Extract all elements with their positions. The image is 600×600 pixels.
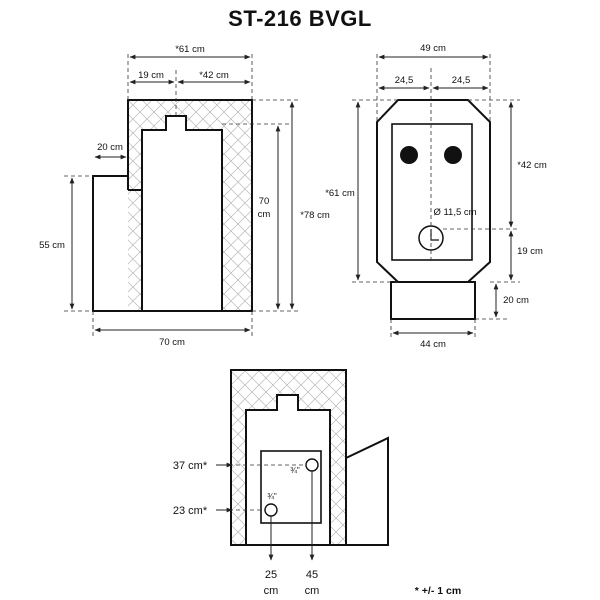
front-base-width: 44 cm bbox=[420, 339, 446, 350]
back-lower-size: ¾" bbox=[267, 492, 277, 501]
front-base-height: 20 cm bbox=[503, 295, 529, 306]
front-half-left: 24,5 bbox=[395, 75, 414, 86]
back-chimney-side bbox=[345, 436, 389, 546]
front-outline bbox=[376, 99, 491, 283]
side-inner-height-unit: cm bbox=[258, 209, 271, 220]
side-step-height: 55 cm bbox=[39, 240, 65, 251]
side-total-width: *61 cm bbox=[175, 44, 205, 55]
back-right-offset-value: 45 bbox=[306, 569, 318, 581]
front-pipe-height: 19 cm bbox=[517, 246, 543, 257]
front-total-width: 49 cm bbox=[420, 43, 446, 54]
front-half-right: 24,5 bbox=[452, 75, 471, 86]
front-vent-left-icon bbox=[400, 146, 418, 164]
side-step-width: 20 cm bbox=[97, 142, 123, 153]
back-upper-height: 37 cm* bbox=[173, 460, 208, 472]
back-right-offset-unit: cm bbox=[305, 585, 320, 597]
back-lower-height: 23 cm* bbox=[173, 505, 208, 517]
back-lower-connection-icon bbox=[264, 503, 278, 517]
front-upper-height: *42 cm bbox=[517, 160, 547, 171]
front-door bbox=[391, 123, 473, 261]
side-view: *61 cm 19 cm *42 cm 20 cm 55 cm 70 cm *7… bbox=[39, 44, 330, 348]
back-left-offset-value: 25 bbox=[265, 569, 277, 581]
side-firebox bbox=[141, 115, 223, 312]
side-right-part: *42 cm bbox=[199, 70, 229, 81]
front-vent-right-icon bbox=[444, 146, 462, 164]
back-view: ¾" ¾" 37 cm* 23 cm* 25 cm 45 cm bbox=[173, 369, 389, 597]
page-title: ST-216 BVGL bbox=[228, 6, 372, 31]
front-height: *61 cm bbox=[325, 188, 355, 199]
front-base bbox=[390, 281, 476, 320]
back-upper-size: ¾" bbox=[290, 466, 300, 475]
front-view: 49 cm 24,5 24,5 *61 cm *42 cm Ø 11,5 cm … bbox=[325, 43, 547, 350]
tolerance-note: * +/- 1 cm bbox=[415, 585, 461, 597]
back-upper-connection-icon bbox=[305, 458, 319, 472]
side-base-width: 70 cm bbox=[159, 337, 185, 348]
side-total-height: *78 cm bbox=[300, 210, 330, 221]
front-pipe-diameter: Ø 11,5 cm bbox=[433, 207, 476, 218]
back-left-offset-unit: cm bbox=[264, 585, 279, 597]
side-left-part: 19 cm bbox=[138, 70, 164, 81]
side-inner-height: 70 bbox=[259, 196, 270, 207]
